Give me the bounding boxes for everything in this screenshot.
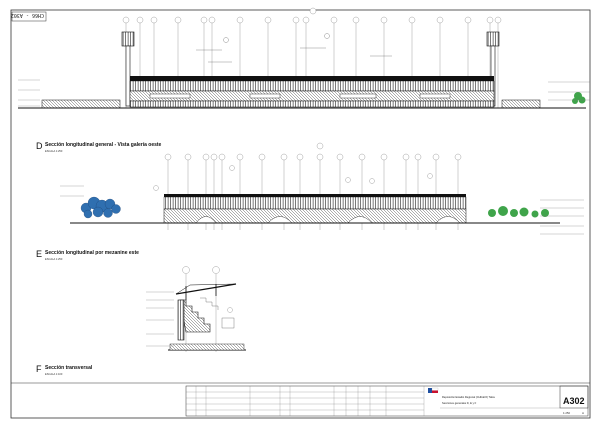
revision-table [186, 386, 281, 416]
seating-detail-f [200, 297, 235, 329]
section-scale: ESCALA 1:250 [45, 257, 63, 261]
section-f: F Sección transversal ESCALA 1:100 [36, 266, 246, 376]
level-marks-f [146, 291, 174, 347]
foundation-f [169, 343, 245, 351]
title-block: Reposición Estadio Regional (CHILE/O) Ta… [185, 385, 589, 417]
section-title: Sección longitudinal por mezanine este [45, 250, 139, 256]
level-marks-e [60, 185, 584, 235]
section-title: Sección longitudinal general - Vista gal… [45, 142, 162, 148]
titleblock-frame [185, 385, 589, 417]
tree-cluster-e-left [80, 196, 121, 219]
tree-d [572, 92, 586, 104]
ministry-stamp [428, 387, 439, 393]
section-d: D Sección longitudinal general - Vista g… [18, 7, 590, 153]
level-marks-d [18, 79, 590, 107]
annex-left-d [41, 99, 121, 109]
section-scale: ESCALA 1:100 [45, 372, 63, 376]
tree-cluster-e-right [488, 206, 549, 218]
section-scale: ESCALA 1:250 [45, 149, 63, 153]
stand-elevation-d [129, 76, 495, 108]
annex-right-d [501, 99, 541, 109]
sheet-number: A302 [563, 396, 585, 406]
scale-box: 1:250 [563, 411, 570, 415]
section-title: Sección transversal [45, 365, 93, 371]
section-letter: F [36, 364, 42, 374]
sign-fields [386, 386, 425, 416]
section-letter: D [36, 141, 43, 151]
cantilever-roof-f [175, 283, 237, 300]
sheet-number-box [559, 385, 589, 409]
stepped-tribune-f [177, 299, 211, 341]
sheet-border [10, 9, 591, 419]
revision-mark: A [582, 411, 584, 415]
section-e: E Sección longitudinal por mezanine este… [36, 142, 584, 261]
light-tower-left [121, 31, 135, 107]
stand-elevation-e [163, 194, 467, 224]
corner-tag: CH66 - A302 [11, 11, 47, 22]
drawing-name: Secciones generales D, E y F [442, 401, 477, 405]
corner-tag-text: CH66 - A302 [11, 12, 44, 18]
dimension-lines-d [196, 33, 392, 63]
project-name: Reposición Estadio Regional (CHILE/O) Ta… [442, 395, 495, 399]
section-letter: E [36, 249, 42, 259]
issue-table [280, 386, 387, 416]
